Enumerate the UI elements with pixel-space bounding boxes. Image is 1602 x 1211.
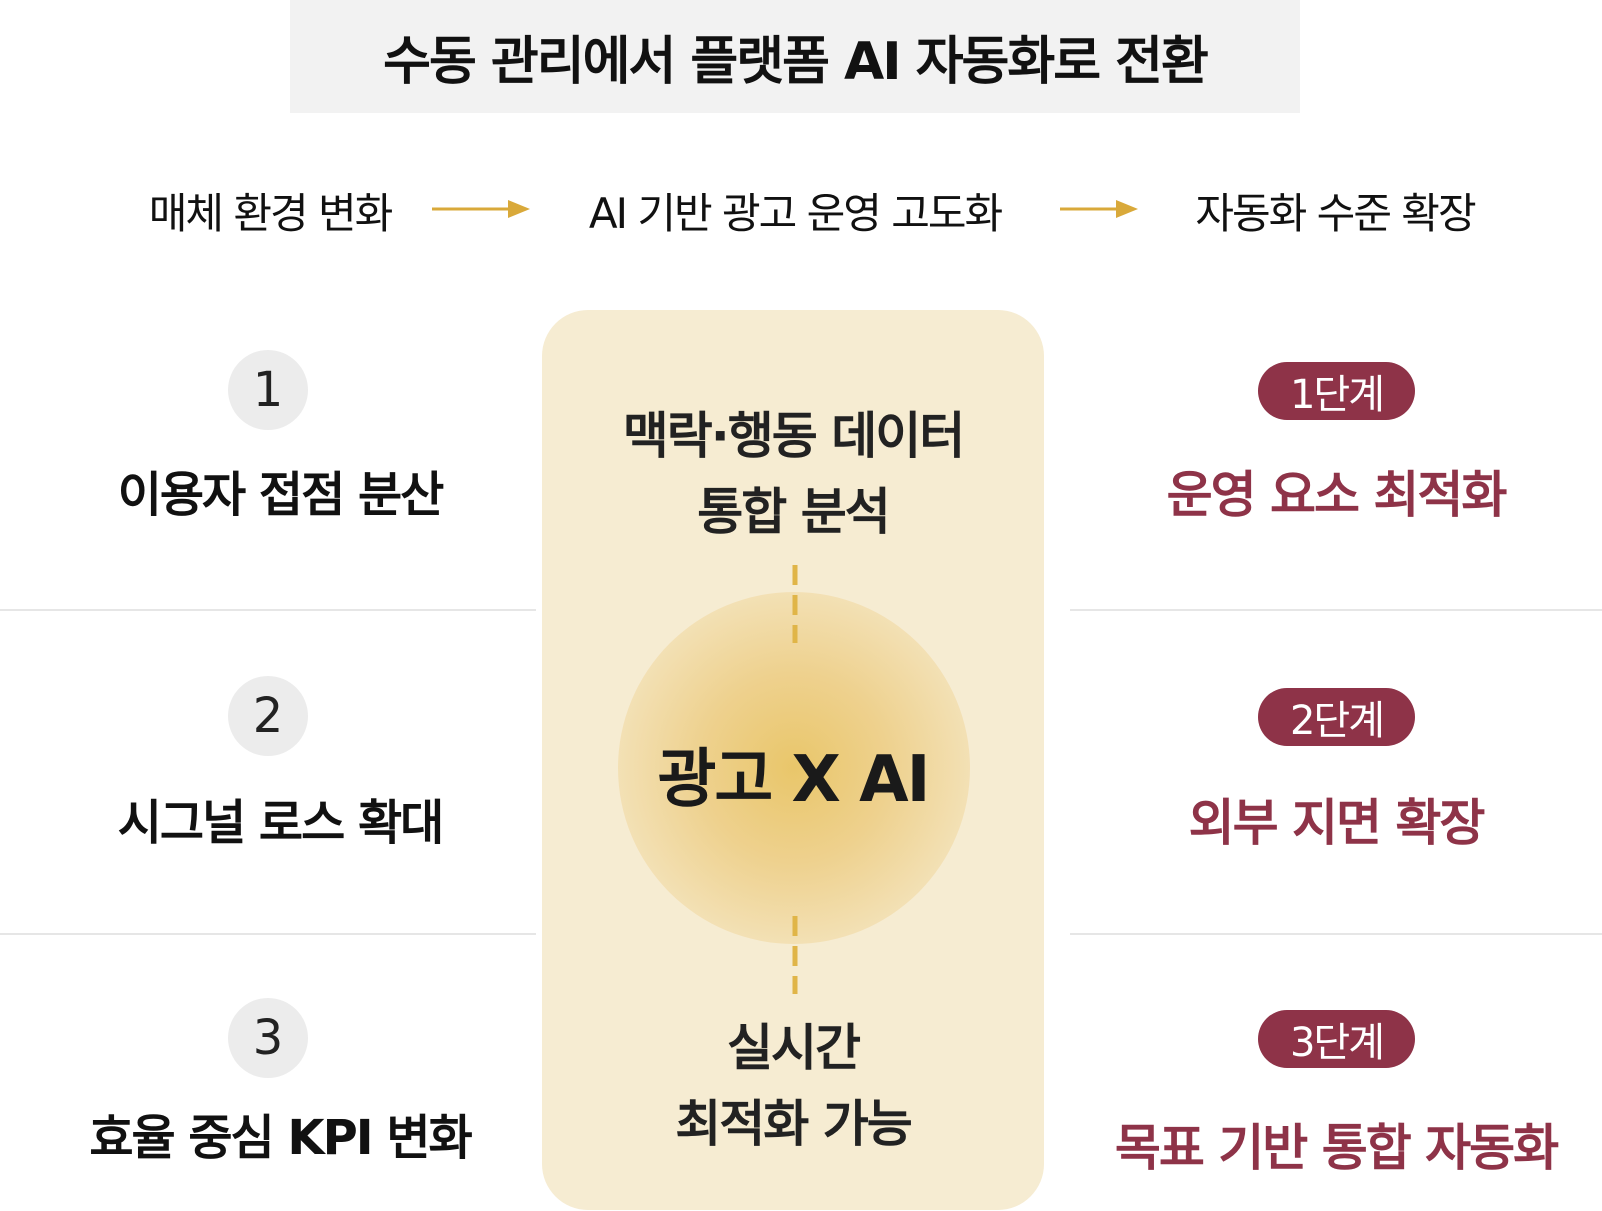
row-divider [0,609,536,611]
center-top-line-2: 통합 분석 [697,483,890,541]
right-item-label: 운영 요소 최적화 [1166,466,1508,524]
step-number-3: 3 [228,998,308,1078]
row-divider [1070,933,1602,935]
row-divider [0,933,536,935]
core-glow [618,592,970,944]
right-item-label: 외부 지면 확장 [1188,794,1486,852]
center-top-line-1: 맥락·행동 데이터 [622,407,965,465]
arrow-right-icon [432,200,530,218]
step-number-1: 1 [228,350,308,430]
stage-badge-1: 1단계 [1258,362,1415,420]
left-item-label: 시그널 로스 확대 [117,795,445,851]
stage-badge-2: 2단계 [1258,688,1415,746]
center-bottom-line-2: 최적화 가능 [675,1095,912,1153]
step-number-2: 2 [228,676,308,756]
stage-badge-3: 3단계 [1258,1010,1415,1068]
flow-step-1: 매체 환경 변화 [148,188,394,238]
right-item-label: 목표 기반 통합 자동화 [1114,1119,1559,1177]
center-bottom-line-1: 실시간 [727,1019,861,1077]
flow-step-2: AI 기반 광고 운영 고도화 [588,188,1003,238]
arrow-right-icon [1060,200,1138,218]
left-item-label: 효율 중심 KPI 변화 [89,1110,472,1166]
page-title: 수동 관리에서 플랫폼 AI 자동화로 전환 [383,32,1209,92]
dashed-connector [792,565,798,643]
dashed-connector [792,916,798,994]
core-label: 광고 X AI [657,743,930,817]
title-banner: 수동 관리에서 플랫폼 AI 자동화로 전환 [290,0,1300,113]
row-divider [1070,609,1602,611]
left-item-label: 이용자 접점 분산 [117,467,445,523]
flow-step-3: 자동화 수준 확장 [1195,188,1476,238]
